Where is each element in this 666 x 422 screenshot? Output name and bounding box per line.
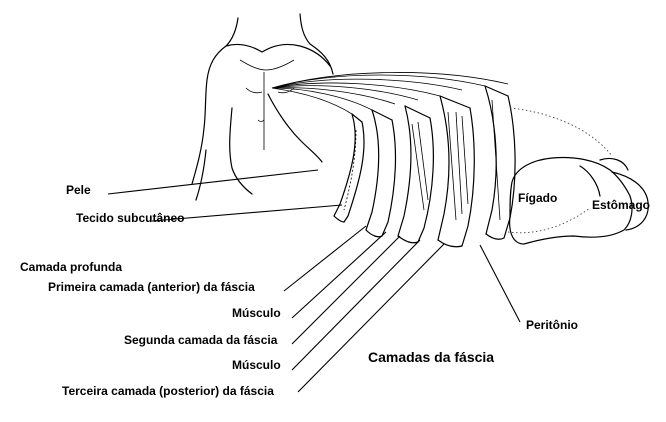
fascia-layers-fan (271, 72, 516, 248)
leader-tecido (151, 204, 343, 222)
label-pele: Pele (66, 183, 91, 197)
diagram-title: Camadas da fáscia (368, 349, 495, 365)
label-tecido-subcutaneo: Tecido subcutâneo (76, 211, 185, 225)
leader-musculo-1 (291, 231, 387, 319)
leader-terceira (297, 243, 445, 393)
label-terceira-camada: Terceira camada (posterior) da fáscia (62, 384, 274, 398)
organ-connector-lower (507, 207, 591, 234)
label-figado: Fígado (518, 191, 558, 205)
leader-musculo-2 (291, 239, 421, 371)
leader-peritonio (479, 244, 521, 323)
label-segunda-camada: Segunda camada da fáscia (124, 333, 278, 347)
leader-primeira (283, 225, 367, 292)
label-estomago: Estômago (592, 198, 651, 212)
liver-stomach-organs (509, 156, 649, 245)
leader-lines (107, 169, 521, 393)
label-peritonio: Peritônio (526, 318, 579, 332)
organ-connector-upper (509, 107, 613, 157)
torso-figure (191, 13, 334, 201)
label-primeira-camada: Primeira camada (anterior) da fáscia (48, 280, 255, 294)
label-musculo-2: Músculo (232, 358, 281, 372)
label-musculo-1: Músculo (232, 306, 281, 320)
label-camada-profunda: Camada profunda (20, 260, 123, 274)
leader-pele (107, 169, 319, 195)
leader-segunda (291, 235, 401, 345)
